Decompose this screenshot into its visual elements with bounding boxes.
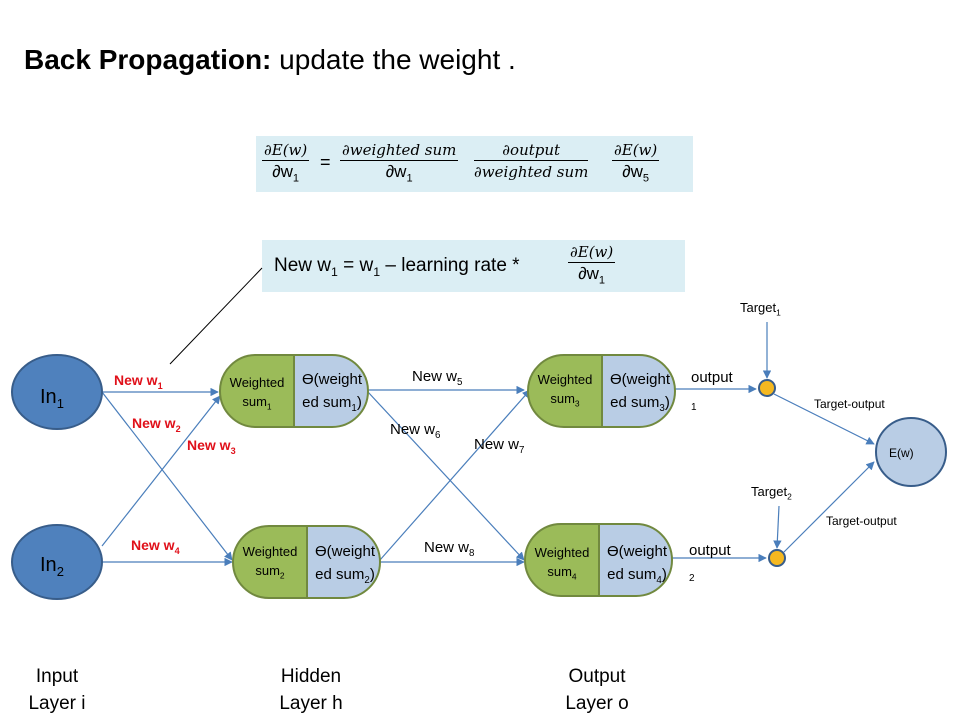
update-numerator: ∂E(w) <box>568 243 616 263</box>
term1-numerator: ∂weighted sum <box>340 141 459 161</box>
term1-fraction: ∂weighted sum ∂w1 <box>340 140 459 189</box>
term3-numerator: ∂E(w) <box>612 141 660 161</box>
term2-fraction: ∂output ∂weighted sum <box>474 140 589 183</box>
edge-diff2-error <box>783 461 875 553</box>
weight-label-w4: New w4 <box>131 537 180 556</box>
diff-label-2: Target-output <box>826 514 897 528</box>
output-label-1: output <box>691 369 733 386</box>
error-node-label: E(w) <box>889 446 914 460</box>
update-rule-text: New w1 = w1 – learning rate * <box>274 255 520 279</box>
term2-numerator: ∂output <box>474 140 589 161</box>
weight-label-w1: New w1 <box>114 372 163 391</box>
edge-in2-h1 <box>101 395 221 547</box>
chain-rule-formula: ∂E(w) ∂w1 = ∂weighted sum ∂w1 ∂output ∂w… <box>256 136 693 192</box>
lhs-denominator: ∂w1 <box>272 162 300 185</box>
edge-in1-h2 <box>101 391 233 561</box>
target-label-2: Target2 <box>751 484 792 502</box>
weight-update-rule: New w1 = w1 – learning rate * ∂E(w) ∂w1 <box>262 240 685 292</box>
output-label-2: output <box>689 542 731 559</box>
output-index-2: 2 <box>689 573 695 584</box>
output-neuron-1 <box>527 354 676 428</box>
weight-label-w8: New w8 <box>424 539 475 559</box>
slide-title: Back Propagation: update the weight . <box>24 44 516 76</box>
edge-diff1-error <box>773 393 875 445</box>
lhs-numerator: ∂E(w) <box>262 141 310 161</box>
update-denominator: ∂w1 <box>578 264 606 287</box>
input-label-1: In1 <box>40 386 64 411</box>
callout-line <box>169 267 263 365</box>
input-node-1 <box>11 354 103 430</box>
weight-label-w3: New w3 <box>187 437 236 456</box>
term2-denominator: ∂weighted sum <box>474 163 589 181</box>
output-index-1: 1 <box>691 402 697 413</box>
output-neuron-2 <box>524 523 673 597</box>
hidden-neuron-2 <box>232 525 381 599</box>
weight-label-w2: New w2 <box>132 415 181 434</box>
weight-label-w5: New w5 <box>412 368 463 388</box>
target-label-1: Target1 <box>740 300 781 318</box>
term3-fraction: ∂E(w) ∂w5 <box>612 140 660 189</box>
diff-label-1: Target-output <box>814 397 885 411</box>
title-rest: update the weight . <box>271 44 516 75</box>
lhs-fraction: ∂E(w) ∂w1 <box>262 140 310 189</box>
weight-label-w6: New w6 <box>390 421 441 441</box>
term1-denominator: ∂w1 <box>385 162 413 185</box>
edge-target2 <box>773 505 782 549</box>
input-label-2: In2 <box>40 554 64 579</box>
input-node-2 <box>11 524 103 600</box>
title-bold: Back Propagation: <box>24 44 272 75</box>
edge-h2-o1 <box>379 389 531 561</box>
weight-label-w7: New w7 <box>474 436 525 456</box>
compare-dot-1 <box>758 379 776 397</box>
compare-dot-2 <box>768 549 786 567</box>
hidden-neuron-1 <box>219 354 369 428</box>
equals-sign: = <box>320 152 331 172</box>
error-node <box>875 417 947 487</box>
update-gradient-fraction: ∂E(w) ∂w1 <box>568 242 616 291</box>
edge-h1-o2 <box>367 391 525 561</box>
term3-denominator: ∂w5 <box>622 162 650 185</box>
